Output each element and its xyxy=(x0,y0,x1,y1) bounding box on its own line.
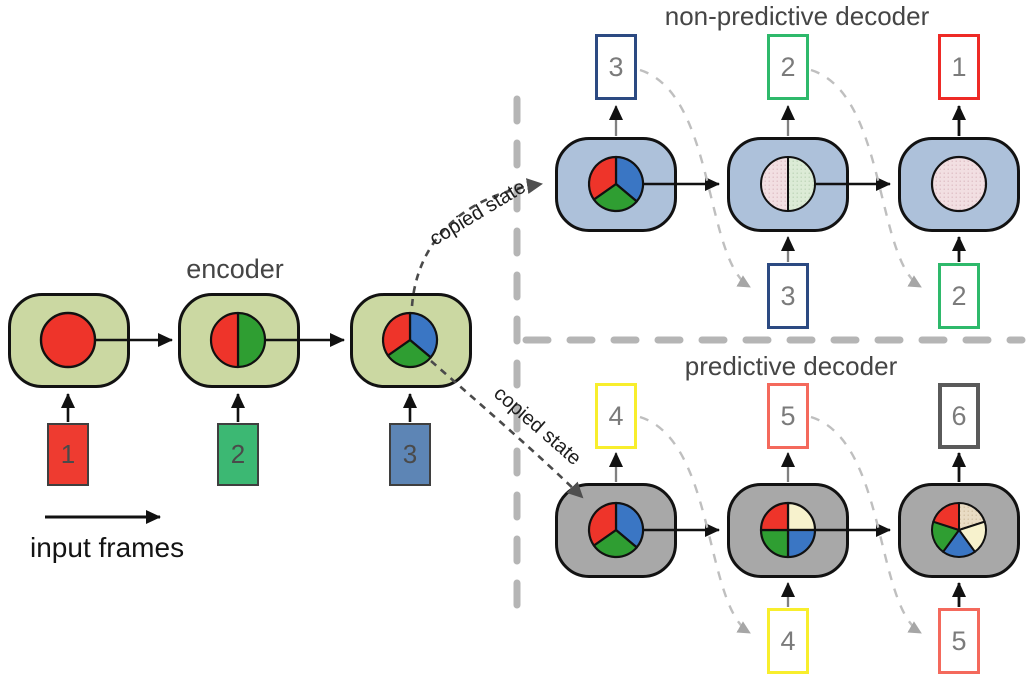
pred-input-4-number: 4 xyxy=(780,625,796,656)
npred-state-pie-3 xyxy=(930,155,988,213)
pred-state-pie-3 xyxy=(931,502,987,558)
npred-output-box-3: 3 xyxy=(595,34,637,100)
dashed-arrow-npred-output2-to-input2 xyxy=(810,68,922,289)
input-frame-3: 3 xyxy=(389,423,431,486)
pred-output-box-6: 6 xyxy=(938,383,980,449)
npred-output-2-number: 2 xyxy=(780,51,796,82)
npred-state-pie-1 xyxy=(587,155,645,213)
npred-input-2-number: 2 xyxy=(951,280,967,311)
input-frame-1-number: 1 xyxy=(60,439,76,469)
non-predictive-decoder-title: non-predictive decoder xyxy=(664,1,930,31)
encoder-state-pie-2 xyxy=(209,311,267,369)
input-frame-2-number: 2 xyxy=(230,439,246,469)
input-frame-1: 1 xyxy=(47,423,89,486)
pred-input-box-4: 4 xyxy=(767,608,809,674)
encoder-state-pie-3 xyxy=(381,311,439,369)
predictive-decoder-title: predictive decoder xyxy=(684,351,898,381)
pred-output-box-5: 5 xyxy=(767,383,809,449)
npred-state-pie-2 xyxy=(760,156,816,212)
pred-output-6-number: 6 xyxy=(951,400,967,431)
pred-input-5-number: 5 xyxy=(951,625,967,656)
npred-input-3-number: 3 xyxy=(780,280,796,311)
encoder-label: encoder xyxy=(186,254,284,284)
pred-state-pie-1 xyxy=(587,501,645,559)
input-frame-2: 2 xyxy=(217,423,259,486)
encoder-state-pie-1 xyxy=(39,311,97,369)
npred-input-box-3: 3 xyxy=(767,263,809,329)
dashed-arrow-pred-output5-to-input5 xyxy=(810,415,922,635)
npred-output-box-1: 1 xyxy=(938,34,980,100)
dashed-arrow-npred-output3-to-input3 xyxy=(639,68,751,289)
dashed-arrow-pred-output4-to-input4 xyxy=(639,415,751,635)
npred-output-3-number: 3 xyxy=(608,51,624,82)
npred-output-box-2: 2 xyxy=(767,34,809,100)
input-frame-3-number: 3 xyxy=(402,439,418,469)
pred-output-4-number: 4 xyxy=(608,400,624,431)
dashed-arrow-copied-state-to-pred xyxy=(430,360,584,499)
pred-input-box-5: 5 xyxy=(938,608,980,674)
npred-input-box-2: 2 xyxy=(938,263,980,329)
pred-output-5-number: 5 xyxy=(780,400,796,431)
pred-output-box-4: 4 xyxy=(595,383,637,449)
pred-state-pie-2 xyxy=(759,501,817,559)
npred-output-1-number: 1 xyxy=(951,51,967,82)
input-frames-label: input frames xyxy=(30,532,185,563)
